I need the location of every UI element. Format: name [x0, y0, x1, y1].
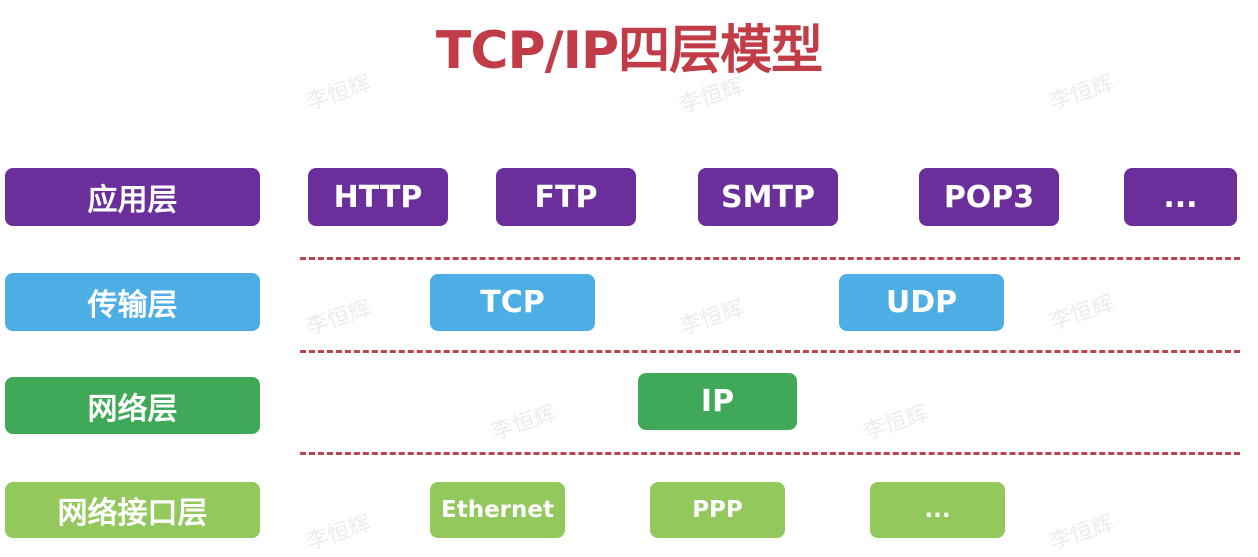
protocol-more-application: ...: [1124, 168, 1237, 226]
watermark: 李恒辉: [1046, 511, 1118, 556]
watermark: 李恒辉: [488, 401, 560, 446]
protocol-ppp: PPP: [650, 482, 785, 538]
layer-label-transport: 传输层: [5, 273, 260, 331]
layer-separator: [300, 257, 1240, 260]
protocol-ip: IP: [638, 373, 797, 430]
protocol-more-link: ...: [870, 482, 1005, 538]
protocol-tcp: TCP: [430, 274, 595, 331]
watermark: 李恒辉: [860, 401, 932, 446]
protocol-http: HTTP: [308, 168, 448, 226]
layer-label-application: 应用层: [5, 168, 260, 226]
layer-separator: [300, 452, 1240, 455]
watermark: 李恒辉: [303, 511, 375, 556]
protocol-ftp: FTP: [496, 168, 636, 226]
layer-separator: [300, 350, 1240, 353]
layer-label-link: 网络接口层: [5, 482, 260, 538]
watermark: 李恒辉: [676, 296, 748, 341]
diagram-title: TCP/IP四层模型: [435, 21, 823, 81]
protocol-udp: UDP: [839, 274, 1004, 331]
watermark: 李恒辉: [1046, 291, 1118, 336]
protocol-pop3: POP3: [919, 168, 1059, 226]
watermark: 李恒辉: [303, 296, 375, 341]
protocol-ethernet: Ethernet: [430, 482, 565, 538]
layer-label-network: 网络层: [5, 377, 260, 434]
protocol-smtp: SMTP: [698, 168, 838, 226]
